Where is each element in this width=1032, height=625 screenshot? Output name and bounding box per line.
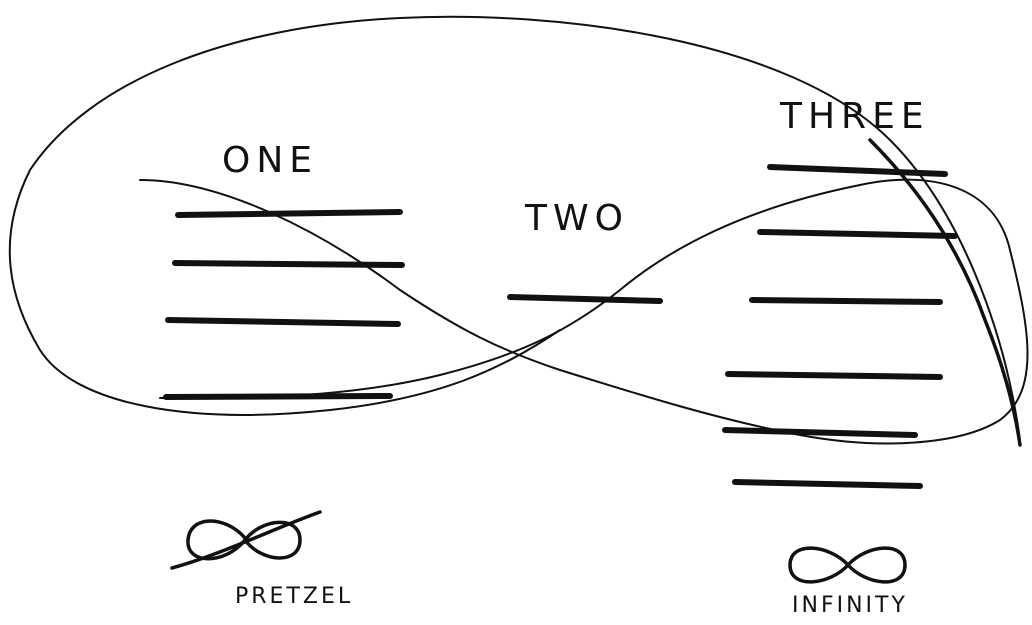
figure-eight-curve xyxy=(139,178,1029,445)
group-three-bar xyxy=(732,479,923,489)
group-one-label: ONE xyxy=(222,140,318,181)
group-three-bar xyxy=(757,229,958,239)
group-three-bars xyxy=(722,164,958,489)
infinity-label: INFINITY xyxy=(792,593,908,618)
group-two-bar xyxy=(507,294,663,304)
group-three-bar xyxy=(725,371,943,380)
group-one-bar xyxy=(163,393,393,400)
group-two-label: TWO xyxy=(524,198,629,239)
group-one-bars xyxy=(163,209,405,400)
group-one-bar xyxy=(175,209,403,218)
group-one-bar xyxy=(165,317,401,327)
group-two-bars xyxy=(507,294,663,304)
group-three-bar xyxy=(767,164,948,177)
three-crossing-stroke xyxy=(868,138,1022,447)
group-one-bar xyxy=(172,260,405,268)
pretzel-knot-icon xyxy=(170,510,322,570)
group-three-label: THREE xyxy=(779,96,930,137)
pretzel-label: PRETZEL xyxy=(235,584,353,609)
group-three-bar xyxy=(749,297,943,305)
infinity-icon xyxy=(788,546,907,584)
group-three-bar xyxy=(722,427,918,438)
outer-lobe-curve xyxy=(8,15,1021,441)
